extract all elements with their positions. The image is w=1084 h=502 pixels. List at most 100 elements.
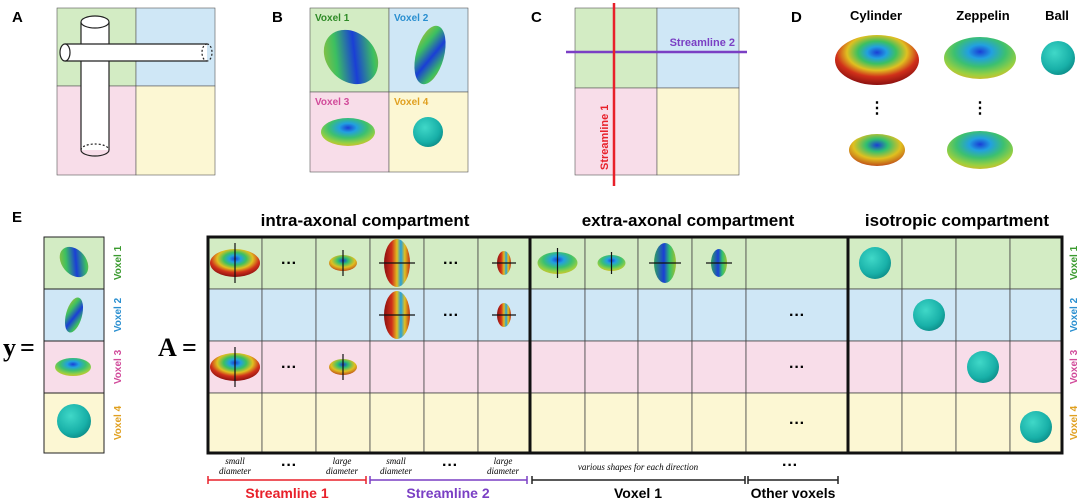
caption-dots-2: ··· (442, 457, 458, 474)
zeppelin-small-glyph (947, 131, 1013, 169)
b-voxel-2-label: Voxel 2 (394, 13, 429, 24)
matrix-cell (1009, 288, 1063, 342)
matrix-dots: ··· (443, 307, 459, 324)
y-voxel-1-label: Voxel 1 (113, 245, 124, 280)
panel-c: C Streamline 2 Streamline 1 (531, 3, 747, 186)
b-voxel-4-label: Voxel 4 (394, 97, 429, 108)
matrix-cell (637, 340, 693, 394)
matrix-cell (901, 340, 957, 394)
caption-large-2a: large (494, 456, 513, 466)
caption-dots-1: ··· (281, 457, 297, 474)
caption-small-1b: diameter (219, 466, 251, 476)
matrix-cell (847, 340, 903, 394)
b-voxel-3-label: Voxel 3 (315, 97, 350, 108)
compartment-frame (846, 235, 1064, 455)
matrix-cell (1009, 340, 1063, 394)
matrix-voxel-label: Voxel 4 (1069, 405, 1080, 440)
matrix-dots: ··· (443, 255, 459, 272)
ball-glyph (967, 351, 999, 383)
ball-glyph (1020, 411, 1052, 443)
zeppelin-large-glyph (944, 37, 1016, 79)
panel-e-letter: E (12, 209, 22, 226)
panel-c-letter: C (531, 9, 542, 26)
c-voxel-2 (656, 7, 740, 89)
y-equals: = (20, 333, 35, 362)
matrix-dots: ··· (789, 307, 805, 324)
matrix-voxel-label: Voxel 3 (1069, 349, 1080, 384)
matrix-cell (584, 340, 639, 394)
matrix-cell (901, 392, 957, 454)
matrix-cell (637, 392, 693, 454)
b-glyph-3 (321, 118, 375, 146)
y-vector: Voxel 1 Voxel 2 Voxel 3 Voxel 4 (43, 236, 124, 454)
cylinder-small-glyph (849, 134, 905, 166)
y-voxel-2-label: Voxel 2 (113, 297, 124, 332)
ball-glyph (913, 299, 945, 331)
panel-e: E Voxel 1 Voxel 2 Voxel 3 Voxel 4 y = A … (3, 209, 1080, 501)
matrix-cell (529, 288, 586, 342)
panel-a: A (12, 7, 216, 176)
cylinder-vertical (80, 15, 110, 157)
caption-small-2b: diameter (380, 466, 412, 476)
ball-glyph (1041, 41, 1075, 75)
caption-dots-3: ··· (782, 457, 798, 474)
matrix-cell (423, 392, 479, 454)
matrix-dots: ··· (281, 359, 297, 376)
matrix-cell (901, 236, 957, 290)
matrix-cell (955, 392, 1011, 454)
caption-large-1a: large (333, 456, 352, 466)
isotropic-header: isotropic compartment (865, 211, 1050, 230)
c-voxel-4 (656, 87, 740, 176)
caption-small-2a: small (386, 456, 406, 466)
matrix-cell (745, 340, 849, 394)
shape-ball-label: Ball (1045, 8, 1069, 23)
panel-b-letter: B (272, 9, 283, 26)
column-captions: small diameter ··· large diameter small … (219, 456, 798, 476)
caption-large-2b: diameter (487, 466, 519, 476)
matrix-cell (477, 340, 531, 394)
matrix-cell (369, 392, 425, 454)
footer-streamline-2: Streamline 2 (406, 485, 489, 501)
matrix-dots: ··· (281, 255, 297, 272)
a-voxel-4 (135, 85, 216, 176)
matrix-cell (691, 392, 747, 454)
panel-d-letter: D (791, 9, 802, 26)
footer-voxel-1: Voxel 1 (614, 485, 662, 501)
matrix-cell (847, 288, 903, 342)
streamline-1-label: Streamline 1 (599, 105, 611, 170)
matrix-cell (261, 392, 317, 454)
matrix-cell (423, 340, 479, 394)
A-symbol: A (158, 333, 177, 362)
matrix-cell (745, 236, 849, 290)
matrix-cell (745, 288, 849, 342)
matrix-cell (261, 288, 317, 342)
footer-streamline-1: Streamline 1 (245, 485, 328, 501)
matrix-voxel-label: Voxel 2 (1069, 297, 1080, 332)
matrix-cell (637, 288, 693, 342)
caption-various: various shapes for each direction (578, 462, 699, 472)
caption-small-1a: small (225, 456, 245, 466)
matrix-cell (1009, 236, 1063, 290)
extra-axonal-header: extra-axonal compartment (582, 211, 795, 230)
intra-axonal-header: intra-axonal compartment (261, 211, 470, 230)
zeppelin-vdots: ⋮ (972, 100, 988, 117)
matrix-voxel-label: Voxel 1 (1069, 245, 1080, 280)
panel-b: B Voxel 1 Voxel 2 Voxel 3 Voxel 4 (272, 7, 469, 173)
y-voxel-3-label: Voxel 3 (113, 349, 124, 384)
matrix-dots: ··· (789, 415, 805, 432)
matrix-cell (955, 288, 1011, 342)
y-symbol: y (3, 333, 16, 362)
b-glyph-1 (323, 29, 379, 85)
c-voxel-3 (574, 87, 658, 176)
b-voxel-1-label: Voxel 1 (315, 13, 350, 24)
matrix-cell (584, 392, 639, 454)
cylinder-vdots: ⋮ (869, 100, 885, 117)
matrix-cell (207, 392, 263, 454)
y-voxel-4-label: Voxel 4 (113, 405, 124, 440)
caption-large-1b: diameter (326, 466, 358, 476)
matrix-cell (691, 340, 747, 394)
matrix-cell (529, 340, 586, 394)
matrix-cell (529, 392, 586, 454)
brackets (207, 476, 839, 484)
